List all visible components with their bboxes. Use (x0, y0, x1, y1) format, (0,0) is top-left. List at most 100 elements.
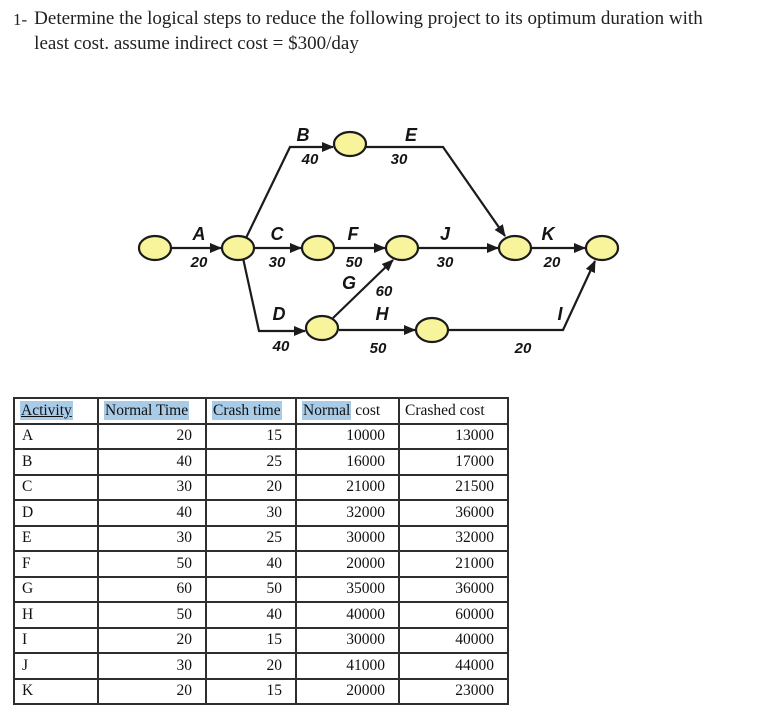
diagram-edges (171, 142, 596, 336)
question-body: Determine the logical steps to reduce th… (34, 6, 757, 56)
activity-label-B: B (297, 125, 310, 145)
activity-arrow-I (448, 260, 596, 332)
value-cell: 20 (205, 652, 297, 680)
activity-duration-K: 20 (543, 254, 561, 271)
value-cell: 20 (97, 422, 207, 450)
event-node-n2 (220, 234, 256, 262)
value-cell: 30000 (295, 524, 400, 552)
activity-arrow-D (241, 257, 306, 336)
activity-arrow-G (332, 259, 394, 319)
value-cell: 20000 (295, 677, 400, 705)
activity-label-J: J (440, 224, 451, 244)
activity-name-cell: J (13, 652, 99, 680)
event-node-n4 (384, 234, 420, 262)
activity-arrow-E (366, 145, 506, 237)
value-cell: 20 (97, 626, 207, 654)
activity-duration-A: 20 (190, 254, 208, 271)
event-node-nH (414, 316, 450, 344)
value-cell: 10000 (295, 422, 400, 450)
event-node-n3 (300, 234, 336, 262)
event-node-start (137, 234, 173, 262)
activity-name-cell: H (13, 601, 99, 629)
value-cell: 20 (205, 473, 297, 501)
value-cell: 30000 (295, 626, 400, 654)
activity-name-cell: A (13, 422, 99, 450)
value-cell: 32000 (398, 524, 509, 552)
value-cell: 30 (97, 524, 207, 552)
value-cell: 50 (97, 601, 207, 629)
activity-name-cell: I (13, 626, 99, 654)
value-cell: 23000 (398, 677, 509, 705)
value-cell: 60 (97, 575, 207, 603)
column-header-normal-time: Normal Time (97, 397, 207, 425)
activity-duration-H: 50 (370, 340, 387, 357)
column-header-crashed-cost: Crashed cost (398, 397, 509, 425)
column-header-normal-cost: Normal cost (295, 397, 400, 425)
value-cell: 44000 (398, 652, 509, 680)
value-cell: 60000 (398, 601, 509, 629)
activity-label-K: K (542, 224, 557, 244)
activity-duration-B: 40 (301, 151, 319, 168)
value-cell: 20 (97, 677, 207, 705)
activity-name-cell: B (13, 448, 99, 476)
value-cell: 20000 (295, 550, 400, 578)
activity-label-C: C (271, 224, 285, 244)
activity-name-cell: F (13, 550, 99, 578)
activity-duration-F: 50 (346, 254, 363, 271)
value-cell: 30 (97, 473, 207, 501)
value-cell: 16000 (295, 448, 400, 476)
activity-name-cell: C (13, 473, 99, 501)
activity-label-D: D (273, 304, 286, 324)
value-cell: 30 (97, 652, 207, 680)
value-cell: 35000 (295, 575, 400, 603)
value-cell: 13000 (398, 422, 509, 450)
question-line-2: least cost. assume indirect cost = $300/… (34, 33, 359, 54)
activity-duration-G: 60 (376, 283, 393, 300)
value-cell: 40 (97, 499, 207, 527)
value-cell: 40000 (398, 626, 509, 654)
activity-label-F: F (348, 224, 360, 244)
activity-duration-E: 30 (391, 151, 408, 168)
value-cell: 25 (205, 524, 297, 552)
activity-name-cell: G (13, 575, 99, 603)
value-cell: 15 (205, 677, 297, 705)
value-cell: 40 (97, 448, 207, 476)
value-cell: 17000 (398, 448, 509, 476)
value-cell: 15 (205, 626, 297, 654)
value-cell: 36000 (398, 499, 509, 527)
value-cell: 15 (205, 422, 297, 450)
activity-duration-J: 30 (437, 254, 454, 271)
activity-label-I: I (557, 304, 563, 324)
diagram-nodes (137, 130, 620, 344)
column-header-crash-time: Crash time (205, 397, 297, 425)
event-node-n5 (497, 234, 533, 262)
event-node-end (584, 234, 620, 262)
question-number: 1- (13, 10, 28, 29)
value-cell: 36000 (398, 575, 509, 603)
question-line-1: Determine the logical steps to reduce th… (34, 8, 703, 29)
value-cell: 25 (205, 448, 297, 476)
value-cell: 50 (97, 550, 207, 578)
column-header-activity: Activity (13, 397, 99, 425)
value-cell: 41000 (295, 652, 400, 680)
value-cell: 21500 (398, 473, 509, 501)
activity-label-G: G (342, 273, 356, 293)
event-node-nD (304, 314, 340, 342)
value-cell: 30 (205, 499, 297, 527)
question-text: 1- Determine the logical steps to reduce… (13, 6, 757, 56)
activity-duration-D: 40 (272, 338, 290, 355)
value-cell: 21000 (398, 550, 509, 578)
value-cell: 50 (205, 575, 297, 603)
